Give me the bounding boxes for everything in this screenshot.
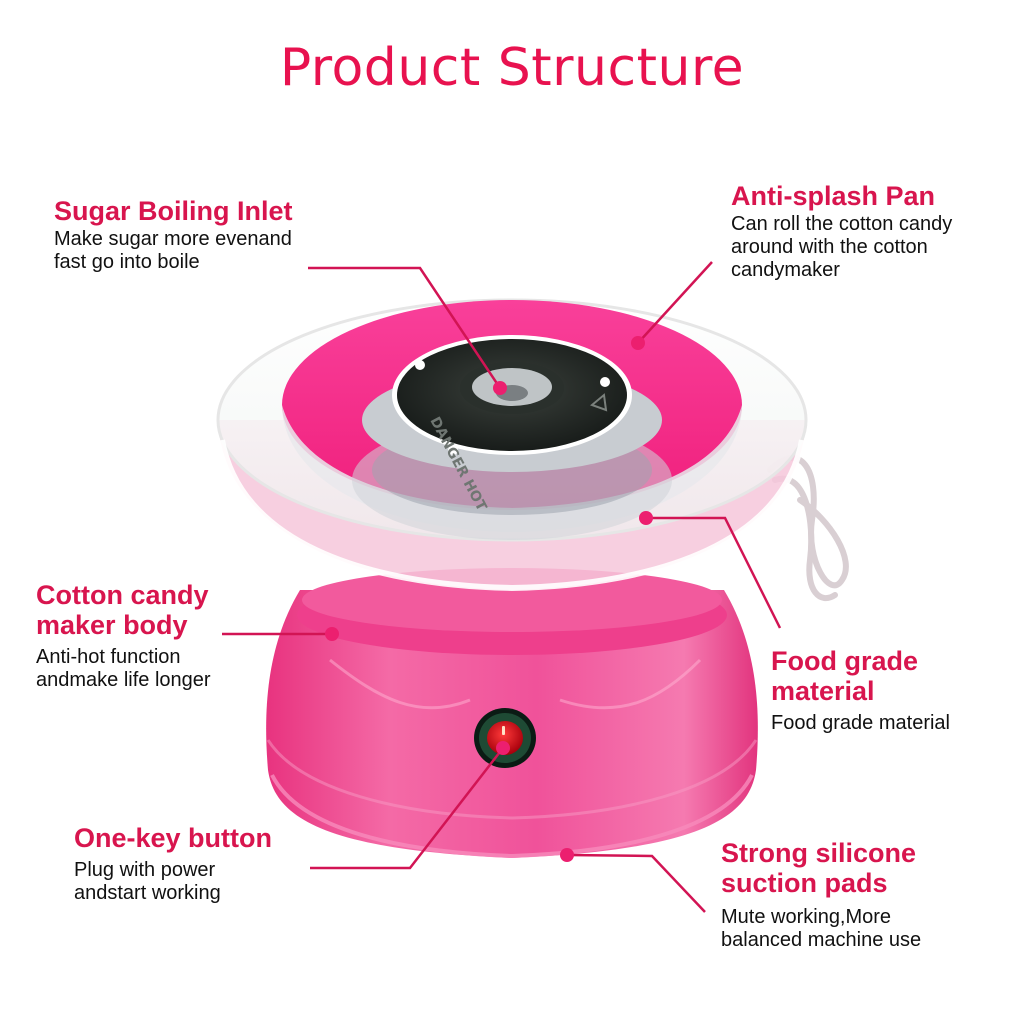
desc-line: Make sugar more evenand [54, 228, 292, 250]
heading-line: maker body [36, 610, 188, 640]
heading-line: Food grade [771, 646, 918, 676]
desc-line: balanced machine use [721, 929, 922, 951]
desc-line: Food grade material [771, 712, 950, 734]
callout-food-grade-material: Food grade material Food grade material [771, 646, 950, 735]
callout-one-key-button: One-key button Plug with power andstart … [74, 823, 272, 905]
heading-line: material [771, 676, 875, 706]
callout-anti-splash-pan: Anti-splash Pan Can roll the cotton cand… [731, 181, 952, 282]
callout-heading: Food grade material [771, 646, 950, 706]
callout-heading: Strong silicone suction pads [721, 838, 921, 898]
spinner-head: DANGER HOT [362, 335, 662, 514]
desc-line: Mute working,More [721, 906, 892, 928]
callout-description: Plug with power andstart working [74, 859, 272, 905]
callout-description: Can roll the cotton candy around with th… [731, 213, 952, 282]
desc-line: andstart working [74, 882, 221, 904]
callout-sugar-inlet: Sugar Boiling Inlet Make sugar more even… [54, 196, 293, 274]
callout-maker-body: Cotton candy maker body Anti-hot functio… [36, 580, 211, 692]
callout-heading: Sugar Boiling Inlet [54, 196, 293, 226]
desc-line: Can roll the cotton candy [731, 213, 953, 235]
callout-suction-pads: Strong silicone suction pads Mute workin… [721, 838, 921, 952]
callout-heading: Cotton candy maker body [36, 580, 211, 640]
power-cord [767, 455, 849, 602]
page-title: Product Structure [279, 38, 745, 98]
callout-heading: Anti-splash Pan [731, 181, 936, 211]
callout-description: Mute working,More balanced machine use [721, 906, 921, 952]
heading-line: suction pads [721, 868, 888, 898]
desc-line: candymaker [731, 259, 840, 281]
callout-heading: One-key button [74, 823, 273, 853]
power-button-illustration [474, 708, 536, 768]
desc-line: Anti-hot function [36, 646, 181, 668]
callout-description: Make sugar more evenand fast go into boi… [54, 228, 293, 274]
desc-line: Plug with power [74, 859, 216, 881]
heading-line: Cotton candy [36, 580, 209, 610]
heading-line: Strong silicone [721, 838, 917, 868]
desc-line: andmake life longer [36, 669, 211, 691]
desc-line: fast go into boile [54, 251, 200, 273]
callout-description: Anti-hot function andmake life longer [36, 646, 211, 692]
desc-line: around with the cotton [731, 236, 928, 258]
callout-description: Food grade material [771, 712, 950, 735]
